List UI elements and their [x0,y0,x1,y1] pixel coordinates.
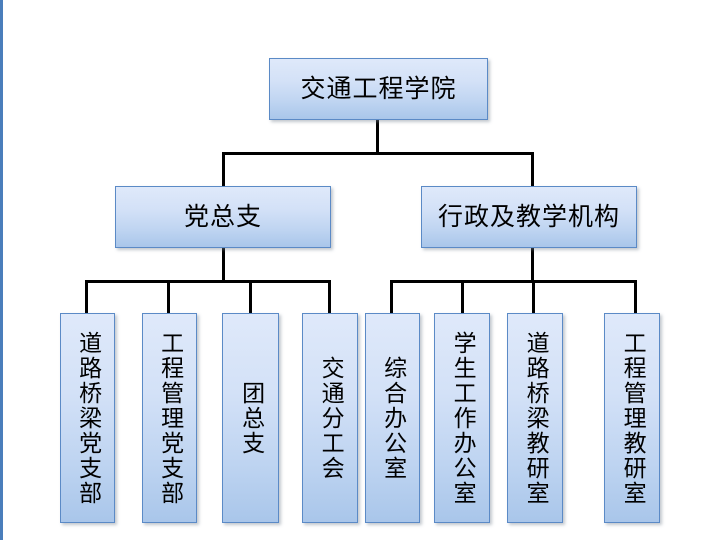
connector-party-drop-1 [85,280,88,313]
connector-admin-stem [531,248,534,283]
connector-to-party [222,152,225,187]
org-node-road-bridge-party-branch[interactable]: 道路桥梁党支部 [60,313,115,523]
connector-party-drop-4 [328,280,331,313]
org-node-student-affairs-office[interactable]: 学生工作办公室 [434,313,490,523]
org-node-general-office[interactable]: 综合办公室 [365,313,420,523]
connector-party-drop-2 [167,280,170,313]
org-node-eng-mgmt-teaching-section[interactable]: 工程管理教研室 [604,313,660,523]
connector-admin-drop-2 [461,280,464,313]
org-node-transport-union[interactable]: 交通分工会 [302,313,358,523]
connector-admin-drop-4 [634,280,637,313]
slide-edge-strip [0,0,3,540]
org-node-party[interactable]: 党总支 [115,186,331,248]
org-node-youth-league-branch[interactable]: 团总支 [222,313,279,523]
connector-admin-drop-3 [532,280,535,313]
connector-party-stem [222,248,225,283]
connector-admin-bus [390,280,637,283]
org-node-eng-mgmt-party-branch[interactable]: 工程管理党支部 [142,313,197,523]
org-node-root[interactable]: 交通工程学院 [269,58,488,120]
connector-to-admin [531,152,534,187]
connector-admin-drop-1 [390,280,393,313]
connector-root-stem [376,120,379,154]
connector-level2-bus [222,152,534,155]
org-node-admin[interactable]: 行政及教学机构 [421,186,637,248]
connector-party-drop-3 [249,280,252,313]
org-node-road-bridge-teaching-section[interactable]: 道路桥梁教研室 [507,313,563,523]
connector-party-bus [85,280,331,283]
